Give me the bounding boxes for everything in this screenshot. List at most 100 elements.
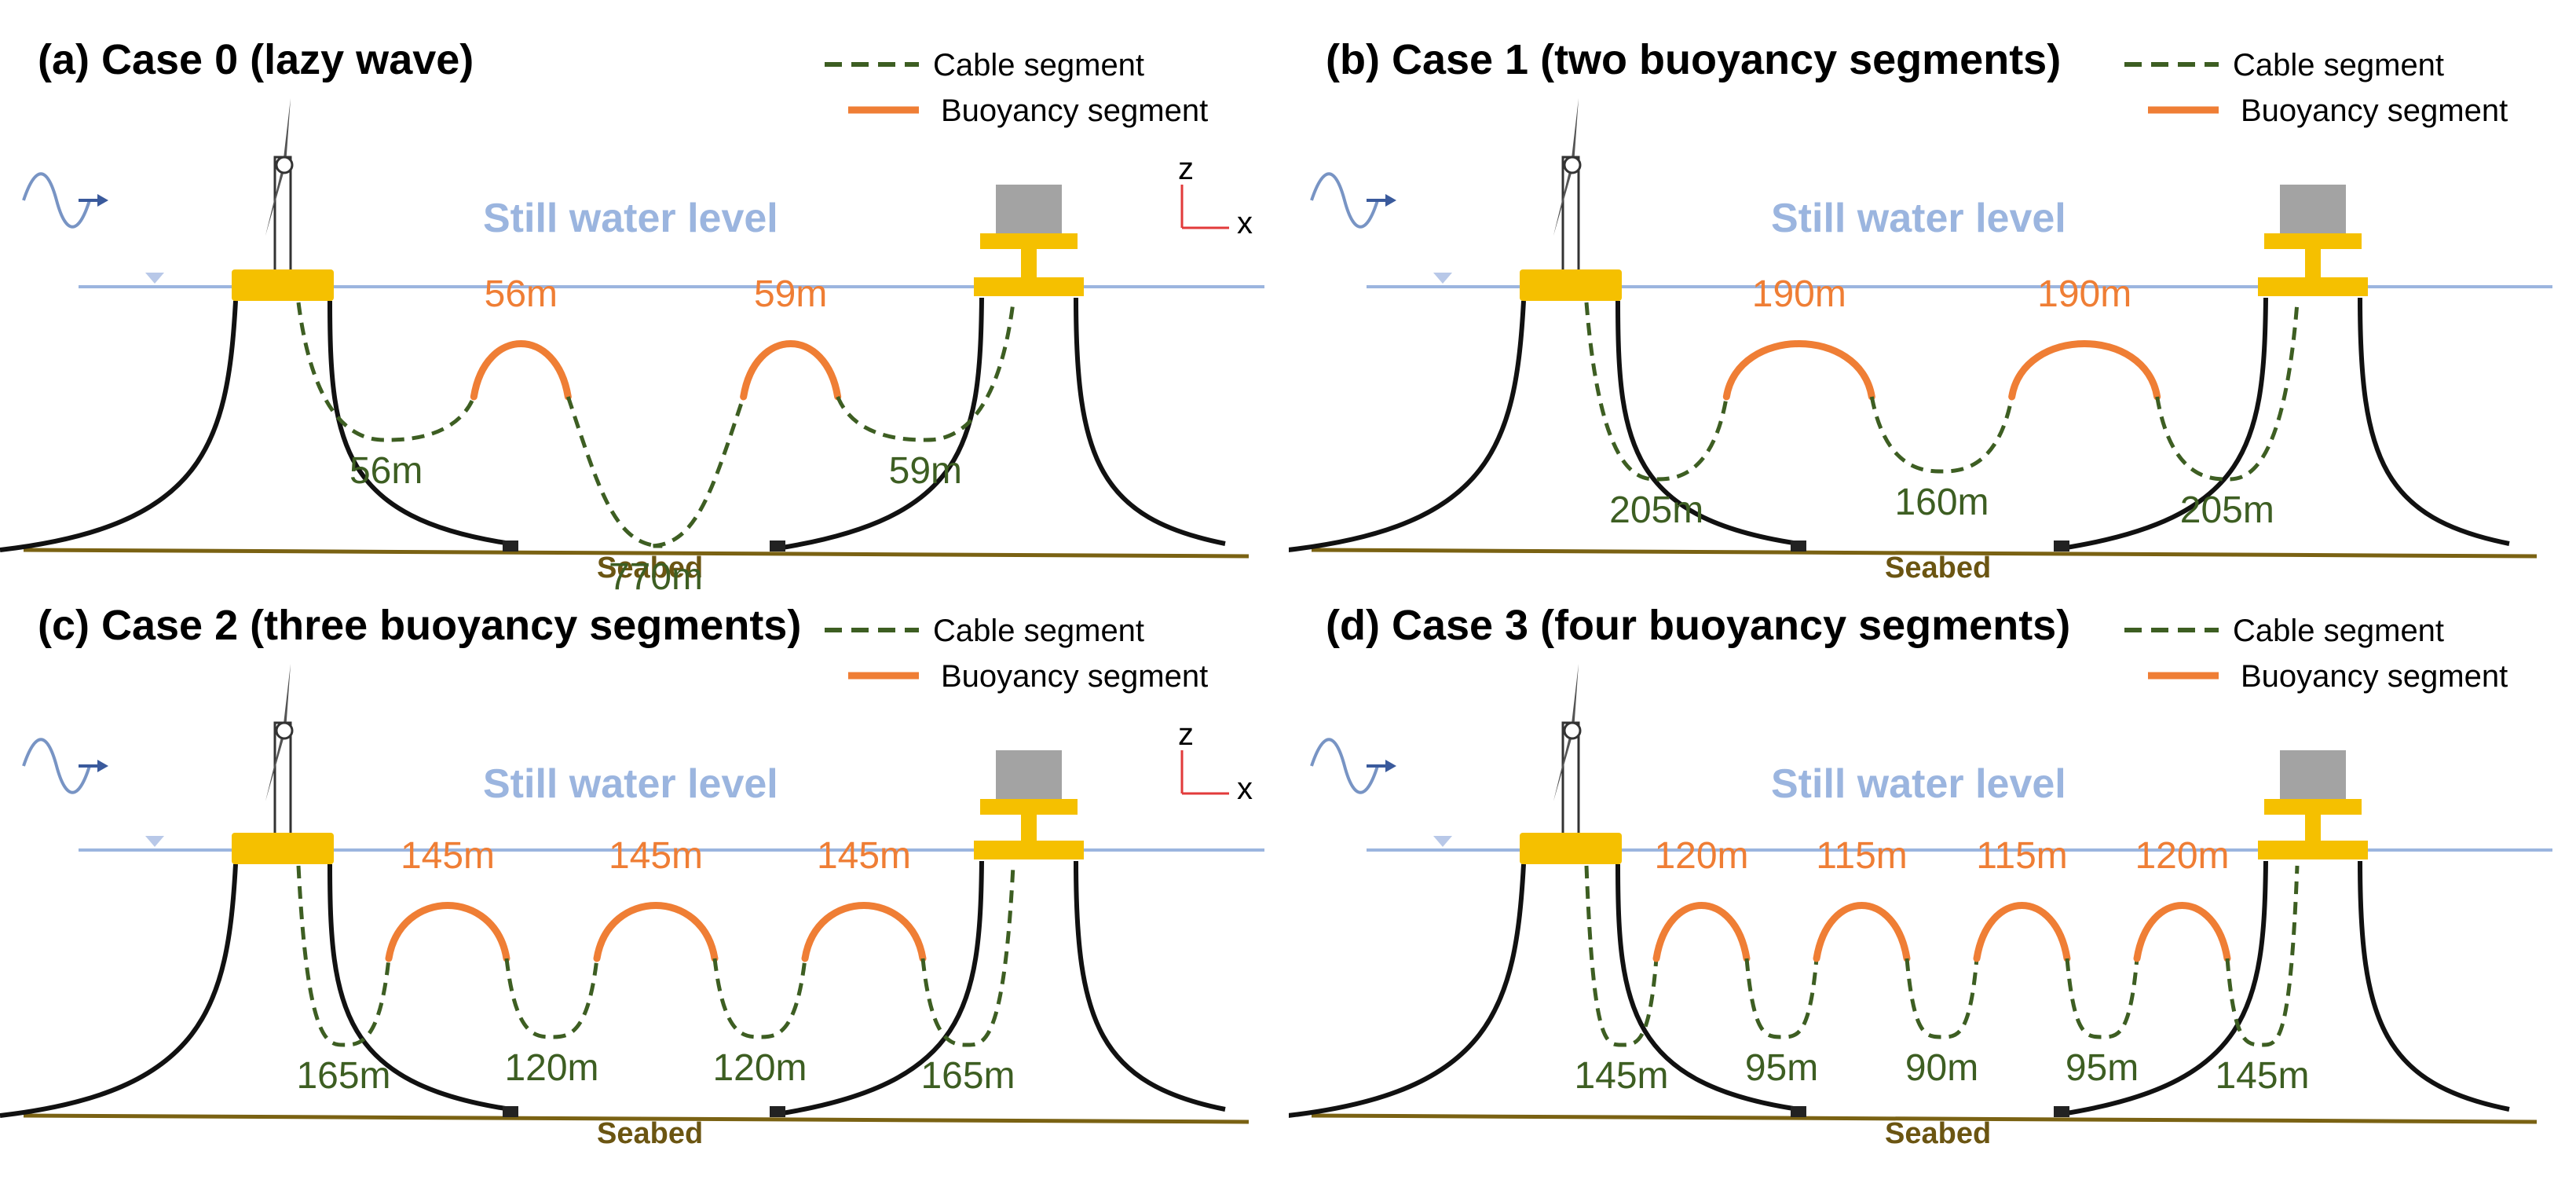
- cable-length-label: 95m: [1745, 1047, 1818, 1089]
- wave-icon: [1310, 738, 1379, 794]
- turbine-tower: [273, 721, 292, 852]
- anchor-icon: [2054, 541, 2069, 552]
- cable-length-label: 56m: [349, 450, 423, 492]
- floating-platform-substation: [974, 277, 1084, 296]
- buoyancy-segment: [2133, 902, 2231, 962]
- buoyancy-length-label: 115m: [1816, 835, 1908, 877]
- cable-segment: [836, 302, 1015, 442]
- floating-platform-wind: [1520, 833, 1622, 864]
- buoyancy-segment: [593, 902, 719, 962]
- cable-segment: [565, 396, 746, 548]
- buoyancy-length-label: 59m: [754, 273, 827, 315]
- water-level-marker-icon: [1433, 273, 1452, 284]
- buoyancy-length-label: 145m: [609, 835, 703, 877]
- cable-segment: [1905, 958, 1979, 1039]
- still-water-level-label: Still water level: [483, 761, 778, 807]
- legend-buoyancy-label: Buoyancy segment: [941, 93, 1208, 128]
- substation-topside: [996, 185, 1062, 233]
- floating-platform-substation: [2258, 277, 2368, 296]
- still-water-level-label: Still water level: [483, 196, 778, 241]
- anchor-icon: [503, 1106, 518, 1117]
- arrowhead-icon: [1385, 760, 1396, 772]
- mooring-line: [0, 863, 238, 1118]
- cable-length-label: 59m: [889, 450, 962, 492]
- floating-platform-wind: [232, 269, 334, 301]
- buoyancy-length-label: 120m: [1654, 835, 1748, 877]
- mooring-line: [327, 300, 511, 546]
- turbine-tower: [1561, 156, 1580, 288]
- turbine-tower: [1561, 721, 1580, 852]
- still-water-level-label: Still water level: [1771, 761, 2066, 807]
- turbine-hub-icon: [1563, 721, 1582, 740]
- legend-cable-label: Cable segment: [933, 614, 1144, 648]
- cable-length-label: 205m: [2180, 489, 2274, 531]
- wave-icon: [22, 172, 91, 229]
- cable-segment: [1869, 396, 2014, 474]
- buoyancy-length-label: 190m: [1752, 273, 1846, 315]
- still-water-level-label: Still water level: [1771, 196, 2066, 241]
- mooring-line: [1615, 300, 1799, 546]
- buoyancy-segment: [1973, 902, 2071, 962]
- arrowhead-icon: [97, 194, 108, 207]
- floating-platform-substation: [974, 841, 1084, 859]
- buoyancy-length-label: 145m: [817, 835, 911, 877]
- cable-length-label: 95m: [2066, 1047, 2139, 1089]
- z-axis-label: z: [1178, 152, 1194, 186]
- cable-segment: [920, 865, 1015, 1047]
- x-axis-label: x: [1237, 206, 1253, 240]
- panel-b: (b) Case 1 (two buoyancy segments) Cable …: [1287, 36, 2552, 585]
- water-level-marker-icon: [1433, 836, 1452, 847]
- z-axis-label: z: [1178, 717, 1194, 752]
- legend-buoyancy-label: Buoyancy segment: [2241, 93, 2508, 128]
- turbine-hub-icon: [1563, 156, 1582, 174]
- panel-c: (c) Case 2 (three buoyancy segments) Cabl…: [0, 602, 1264, 1150]
- cable-segment: [1584, 865, 1659, 1047]
- legend-buoyancy-label: Buoyancy segment: [941, 659, 1208, 694]
- panel-title: (d) Case 3 (four buoyancy segments): [1326, 602, 2070, 649]
- panel-title: (a) Case 0 (lazy wave): [38, 36, 474, 83]
- mooring-line: [777, 860, 984, 1116]
- seabed-label: Seabed: [597, 1117, 703, 1150]
- substation-deck: [2264, 799, 2362, 815]
- water-level-marker-icon: [145, 273, 164, 284]
- panel-d: (d) Case 3 (four buoyancy segments) Cable…: [1287, 602, 2552, 1150]
- buoyancy-segment: [801, 902, 927, 962]
- mooring-line: [2061, 860, 2268, 1116]
- legend-buoyancy-label: Buoyancy segment: [2241, 659, 2508, 694]
- substation-deck: [980, 233, 1078, 249]
- buoyancy-length-label: 120m: [2135, 835, 2229, 877]
- panel-title: (b) Case 1 (two buoyancy segments): [1326, 36, 2061, 83]
- arrowhead-icon: [1385, 194, 1396, 207]
- cable-length-label: 120m: [712, 1047, 807, 1089]
- cable-length-label: 165m: [296, 1055, 390, 1097]
- cable-segment: [296, 865, 391, 1047]
- cable-length-label: 90m: [1905, 1047, 1978, 1089]
- buoyancy-segment: [740, 340, 842, 401]
- panel-a: (a) Case 0 (lazy wave)Cable segmentBuoya…: [0, 36, 1264, 598]
- substation-topside: [2280, 750, 2346, 799]
- buoyancy-segment: [1722, 340, 1875, 401]
- x-axis-label: x: [1237, 771, 1253, 806]
- mooring-line: [0, 300, 238, 552]
- floating-platform-substation: [2258, 841, 2368, 859]
- cable-segment: [1744, 958, 1819, 1039]
- seabed-label: Seabed: [1885, 552, 1991, 585]
- anchor-icon: [770, 1106, 785, 1117]
- legend-cable-label: Cable segment: [2233, 48, 2444, 82]
- anchor-icon: [1791, 1106, 1806, 1117]
- panel-title: (c) Case 2 (three buoyancy segments): [38, 602, 801, 649]
- cable-segment: [2155, 302, 2300, 482]
- cable-length-label: 160m: [1894, 482, 1989, 523]
- legend-cable-label: Cable segment: [2233, 614, 2444, 648]
- cable-length-label: 145m: [1574, 1055, 1668, 1097]
- mooring-line: [2061, 297, 2268, 551]
- buoyancy-length-label: 115m: [1976, 835, 2068, 877]
- arrowhead-icon: [97, 760, 108, 772]
- cable-length-label: 205m: [1609, 489, 1703, 531]
- wave-icon: [1310, 172, 1379, 229]
- mooring-line: [1287, 300, 1526, 552]
- water-level-marker-icon: [145, 836, 164, 847]
- substation-deck: [980, 799, 1078, 815]
- anchor-icon: [770, 541, 785, 552]
